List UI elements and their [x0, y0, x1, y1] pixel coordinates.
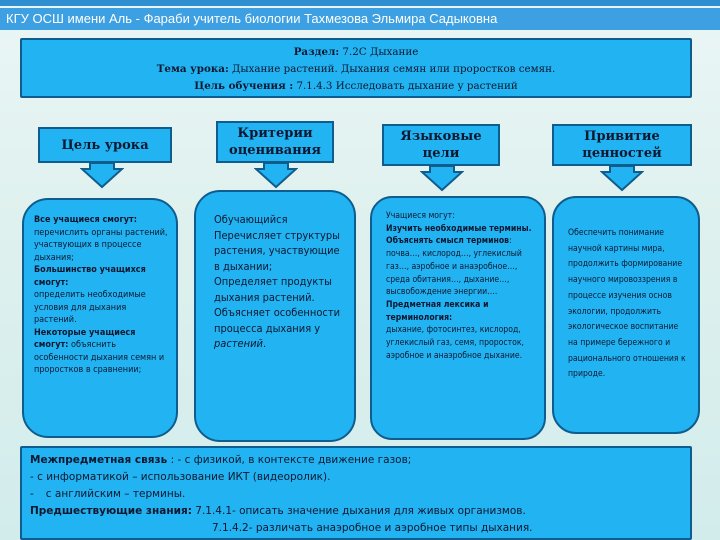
language-explain-text: : почва…, кислород…, углекислый газ…, аэ… [386, 236, 522, 298]
language-explain-label: Изучить необходимые термины. Объяснять с… [386, 223, 532, 247]
card-values: Обеспечить понимание научной картины мир… [552, 196, 700, 434]
label-values-text: Привитие ценностей [582, 129, 662, 161]
prior-line: Предшествующие знания: 7.1.4.1- описать … [30, 503, 682, 520]
arrow-down-icon [80, 162, 124, 189]
lesson-info-box: Раздел: 7.2С Дыхание Тема урока: Дыхание… [20, 38, 692, 98]
section-label: Раздел: [293, 46, 340, 58]
links-line: Межпредметная связь : - с физикой, в кон… [30, 452, 682, 469]
label-values: Привитие ценностей [552, 124, 692, 166]
goal-label: Цель обучения : [194, 80, 294, 92]
section-value: 7.2С Дыхание [339, 46, 419, 58]
links-line3-text: с английским – термины. [45, 488, 186, 500]
criteria-line1: Обучающийся [214, 213, 288, 226]
label-criteria-text: Критерии оценивания [229, 126, 321, 158]
links-text: : - с физикой, в контексте движение газо… [167, 454, 412, 466]
criteria-line4: Объясняет особенности процесса дыхания у [214, 306, 341, 335]
card-lesson-goals: Все учащиеся смогут: перечислить органы … [22, 198, 178, 438]
topic-line: Тема урока: Дыхание растений. Дыхания се… [22, 61, 690, 78]
criteria-line3: Определяет продукты дыхания растений. [214, 275, 332, 304]
goals-some-label: Некоторые учащиеся смогут: [34, 327, 136, 351]
goals-all-text: перечислить органы растений, участвующих… [34, 227, 168, 263]
goal-line: Цель обучения : 7.1.4.3 Исследовать дыха… [22, 78, 690, 95]
topic-value: Дыхание растений. Дыхания семян или прор… [228, 63, 556, 75]
top-strip [0, 0, 720, 6]
label-language-goals: Языковые цели [382, 124, 500, 166]
links-label: Межпредметная связь [30, 454, 168, 466]
goals-all-label: Все учащиеся смогут: [34, 215, 137, 225]
language-intro: Учащиеся могут: [386, 211, 455, 221]
goals-some-text: объяснить особенности дыхания семян и пр… [34, 340, 165, 375]
label-lesson-goal-text: Цель урока [61, 137, 149, 153]
section-line: Раздел: 7.2С Дыхание [22, 44, 690, 61]
language-vocab-text: дыхание, фотосинтез, кислород, углекислы… [386, 325, 524, 361]
links-line3: -с английским – термины. [30, 486, 682, 503]
links-line2: - с информатикой – использование ИКТ (ви… [30, 471, 331, 483]
card-criteria: Обучающийся Перечисляет структуры растен… [194, 190, 356, 442]
language-vocab-label: Предметная лексика и терминология: [386, 299, 489, 323]
goals-most-text: определить необходимые условия для дыхан… [34, 290, 146, 325]
goal-value: 7.1.4.3 Исследовать дыхание у растений [293, 80, 518, 92]
criteria-line4-end: . [262, 337, 267, 350]
links-line3-bullet: - [30, 488, 34, 500]
values-text: Обеспечить понимание научной картины мир… [568, 228, 686, 380]
prior-line2: 7.1.4.2- различать анаэробное и аэробное… [212, 522, 533, 534]
page-header: КГУ ОСШ имени Аль - Фараби учитель биоло… [0, 8, 720, 30]
criteria-line2: Перечисляет структуры растения, участвую… [214, 228, 340, 273]
topic-label: Тема урока: [156, 63, 229, 75]
prior-text: 7.1.4.1- описать значение дыхания для жи… [191, 505, 526, 517]
arrow-down-icon [600, 165, 644, 192]
card-language-goals: Учащиеся могут: Изучить необходимые терм… [370, 196, 546, 440]
criteria-line4-em: растений [214, 337, 263, 350]
prior-label: Предшествующие знания: [30, 505, 192, 517]
goals-most-label: Большинство учащихся смогут: [34, 265, 146, 288]
label-criteria: Критерии оценивания [216, 121, 334, 163]
label-lesson-goal: Цель урока [38, 127, 172, 163]
interdisciplinary-box: Межпредметная связь : - с физикой, в кон… [20, 446, 692, 540]
label-language-text: Языковые цели [400, 129, 482, 161]
arrow-down-icon [254, 162, 298, 189]
arrow-down-icon [420, 165, 464, 192]
